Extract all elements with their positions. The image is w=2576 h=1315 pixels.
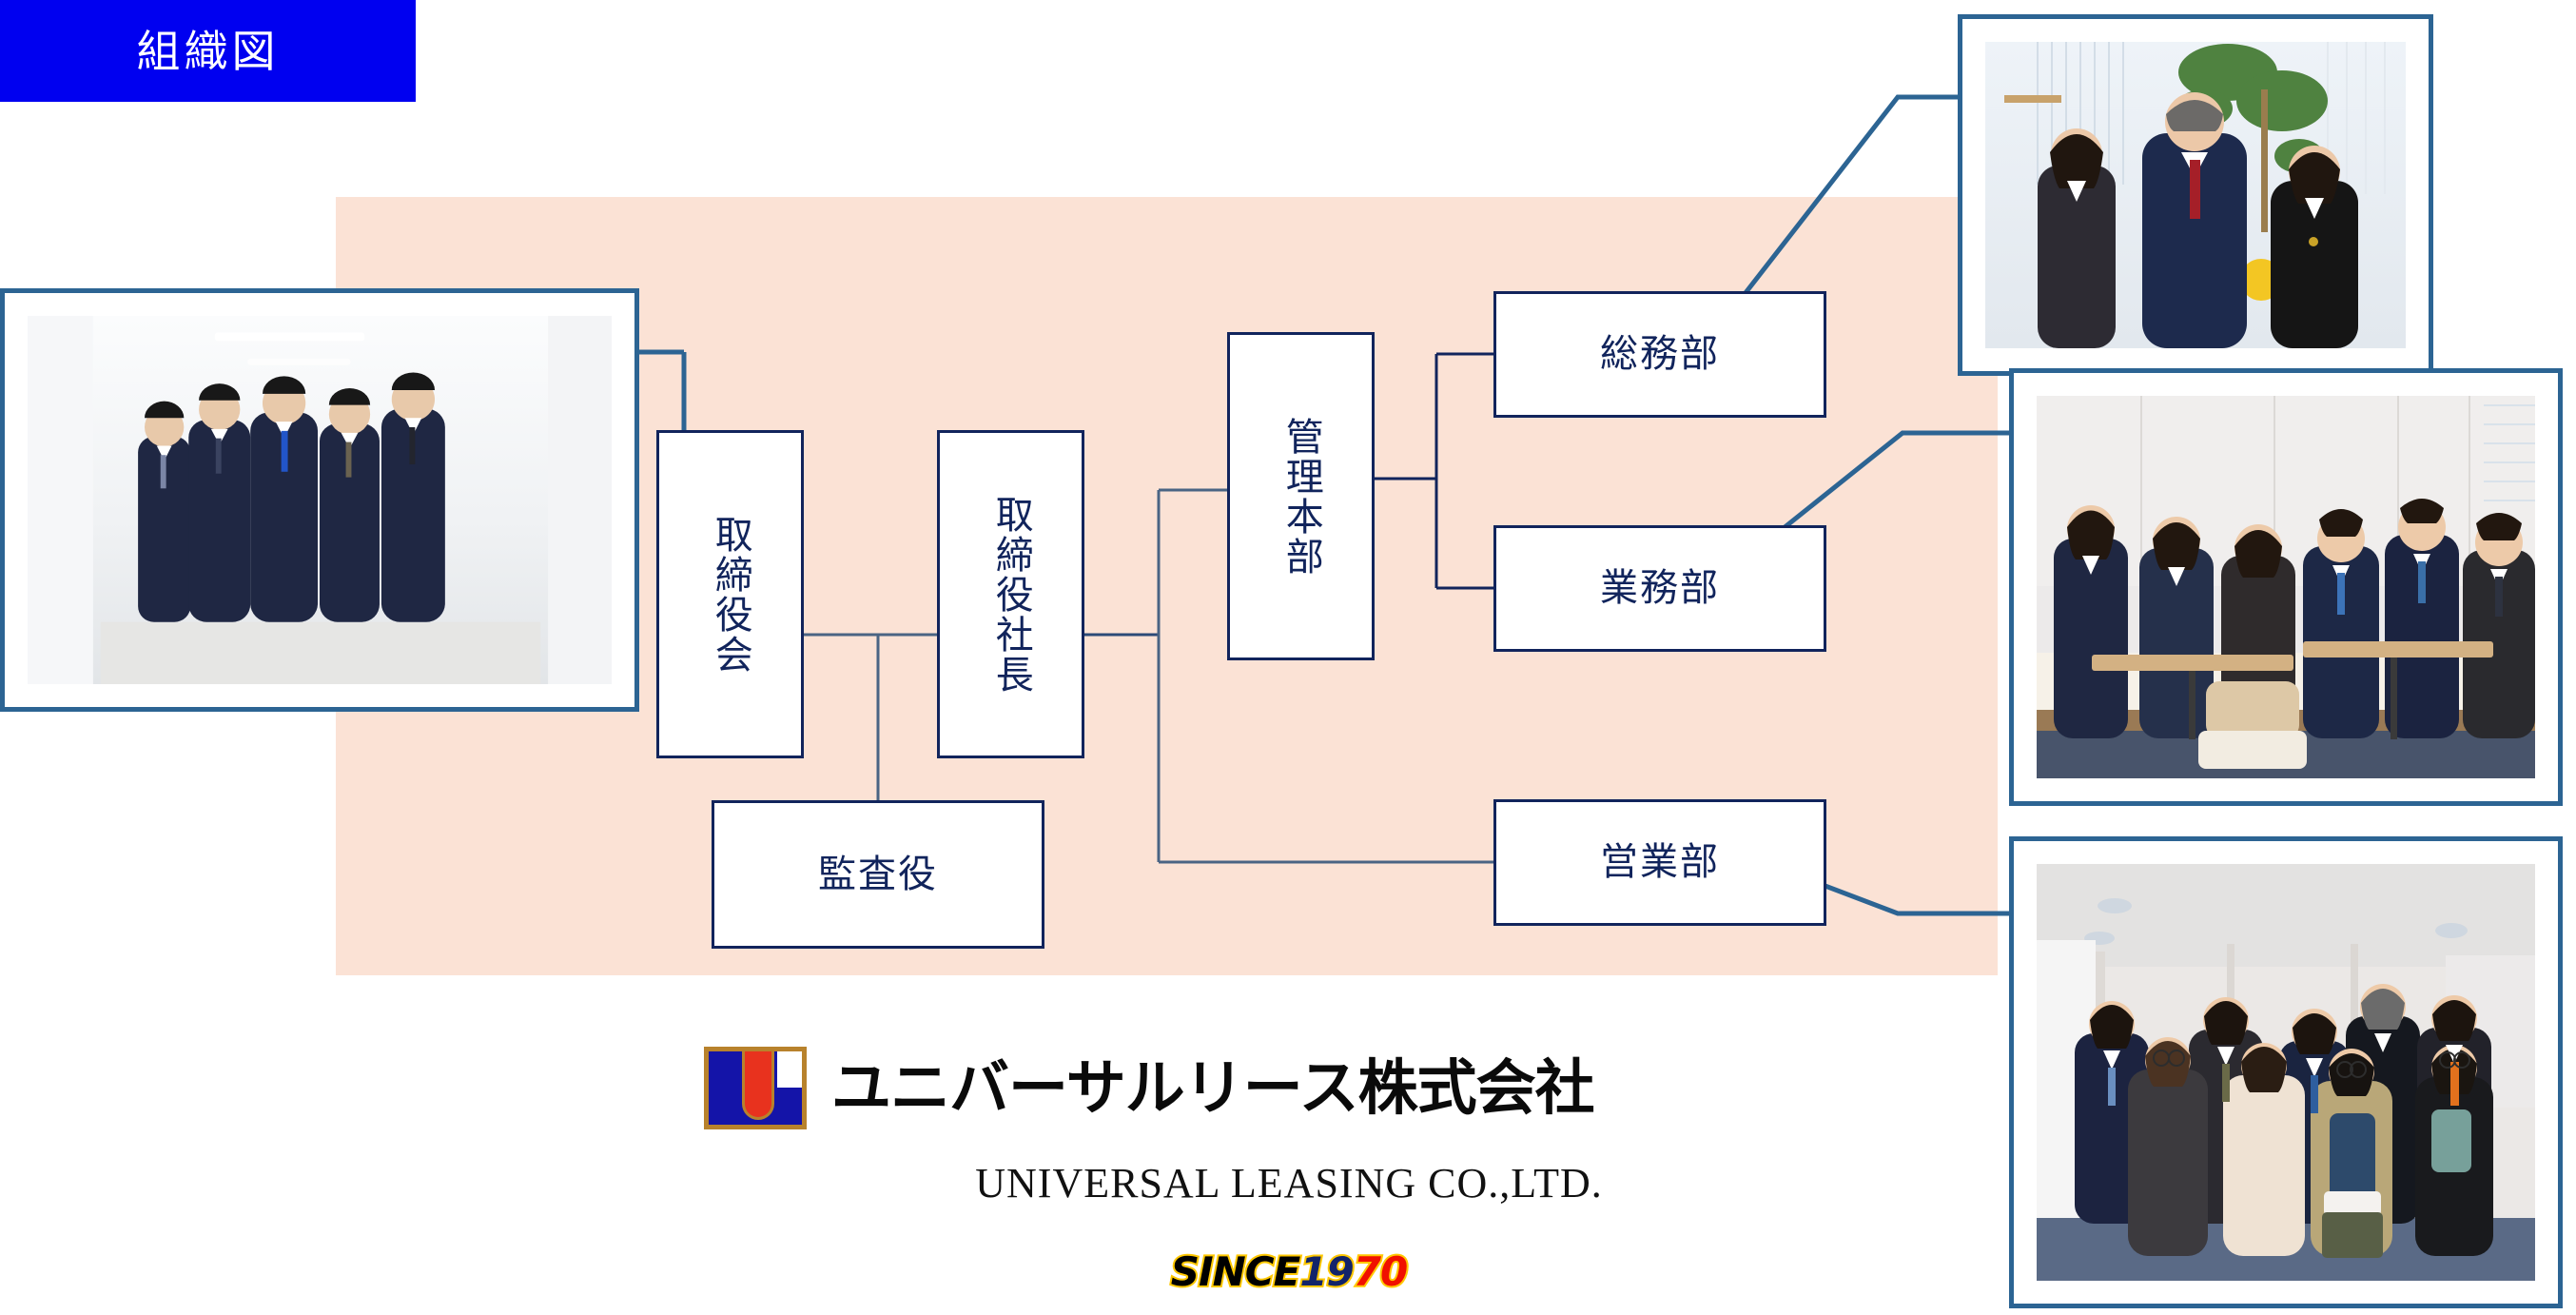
page-title-banner: 組織図 bbox=[0, 0, 416, 102]
logo-row: ユニバーサルリース株式会社 bbox=[704, 1047, 1595, 1129]
photo-card-general-affairs[interactable] bbox=[1958, 14, 2433, 376]
photo-card-sales[interactable] bbox=[2009, 836, 2563, 1308]
org-node-board-label: 取締役会 bbox=[708, 514, 752, 675]
photo-operations bbox=[2037, 396, 2535, 778]
org-node-general-affairs[interactable]: 総務部 bbox=[1493, 291, 1826, 418]
org-node-admin-hq-label: 管理本部 bbox=[1278, 416, 1323, 577]
since-year-second: 70 bbox=[1352, 1246, 1410, 1297]
photo-executives bbox=[28, 316, 612, 684]
page-title: 組織図 bbox=[136, 25, 280, 77]
photo-card-executives[interactable] bbox=[0, 288, 639, 712]
since-tagline: SINCE1970 bbox=[704, 1246, 1874, 1297]
company-branding: ユニバーサルリース株式会社 UNIVERSAL LEASING CO.,LTD.… bbox=[704, 1047, 1874, 1313]
org-node-admin-hq[interactable]: 管理本部 bbox=[1227, 332, 1375, 660]
since-year-first: 19 bbox=[1298, 1246, 1356, 1297]
org-node-sales-label: 営業部 bbox=[1600, 840, 1720, 885]
photo-general-affairs bbox=[1985, 42, 2406, 348]
org-node-auditor[interactable]: 監査役 bbox=[712, 800, 1044, 949]
company-name-en: UNIVERSAL LEASING CO.,LTD. bbox=[975, 1160, 1603, 1207]
org-node-president[interactable]: 取締役社長 bbox=[937, 430, 1084, 758]
photo-sales bbox=[2037, 864, 2535, 1281]
universal-leasing-logo-icon bbox=[704, 1047, 807, 1129]
org-node-operations[interactable]: 業務部 bbox=[1493, 525, 1826, 652]
org-node-auditor-label: 監査役 bbox=[818, 852, 938, 896]
photo-card-operations[interactable] bbox=[2009, 368, 2563, 806]
org-node-general-affairs-label: 総務部 bbox=[1600, 332, 1720, 377]
company-name-jp: ユニバーサルリース株式会社 bbox=[831, 1053, 1595, 1123]
since-word: SINCE bbox=[1169, 1246, 1303, 1297]
org-node-board[interactable]: 取締役会 bbox=[656, 430, 804, 758]
org-node-president-label: 取締役社長 bbox=[988, 494, 1033, 695]
org-node-operations-label: 業務部 bbox=[1600, 566, 1720, 611]
org-node-sales[interactable]: 営業部 bbox=[1493, 799, 1826, 926]
